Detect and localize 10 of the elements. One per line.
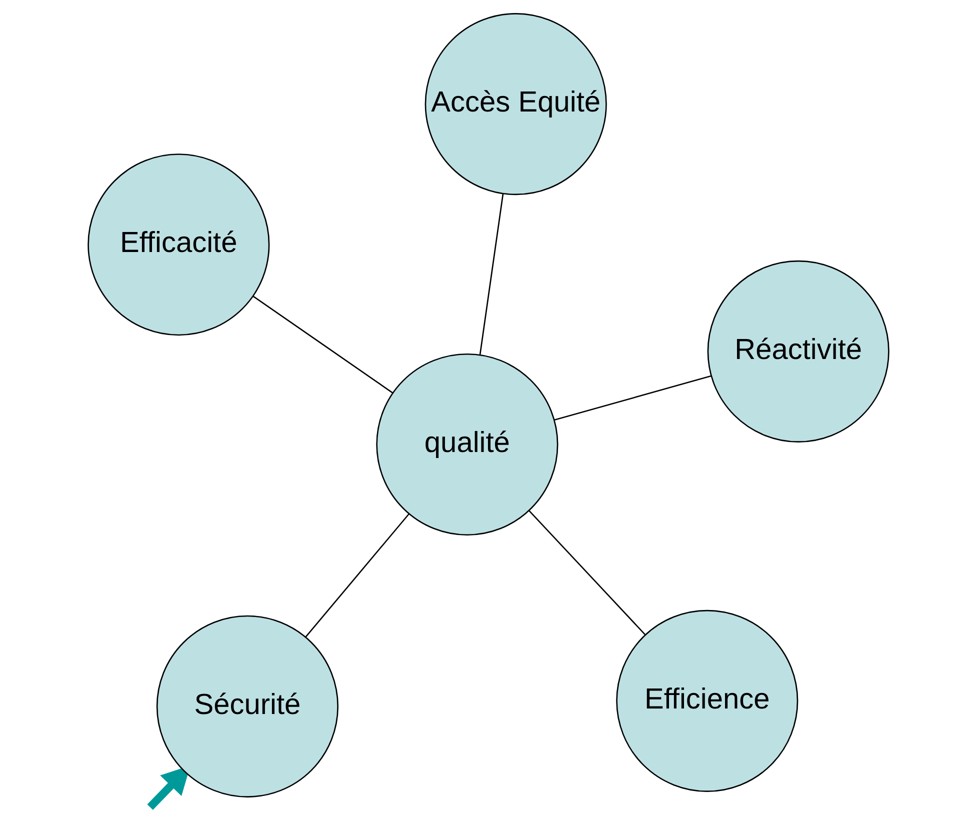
node-circle: qualité xyxy=(376,353,558,536)
node-circle: Efficience xyxy=(616,610,798,792)
node-circle: Accès Equité xyxy=(424,13,606,196)
connector xyxy=(528,510,646,636)
connector xyxy=(304,514,409,638)
connector xyxy=(252,296,393,394)
node-circle: Efficacité xyxy=(87,154,270,336)
node-circle: Réactivité xyxy=(706,260,889,442)
connector xyxy=(478,194,504,355)
connector xyxy=(554,375,711,421)
